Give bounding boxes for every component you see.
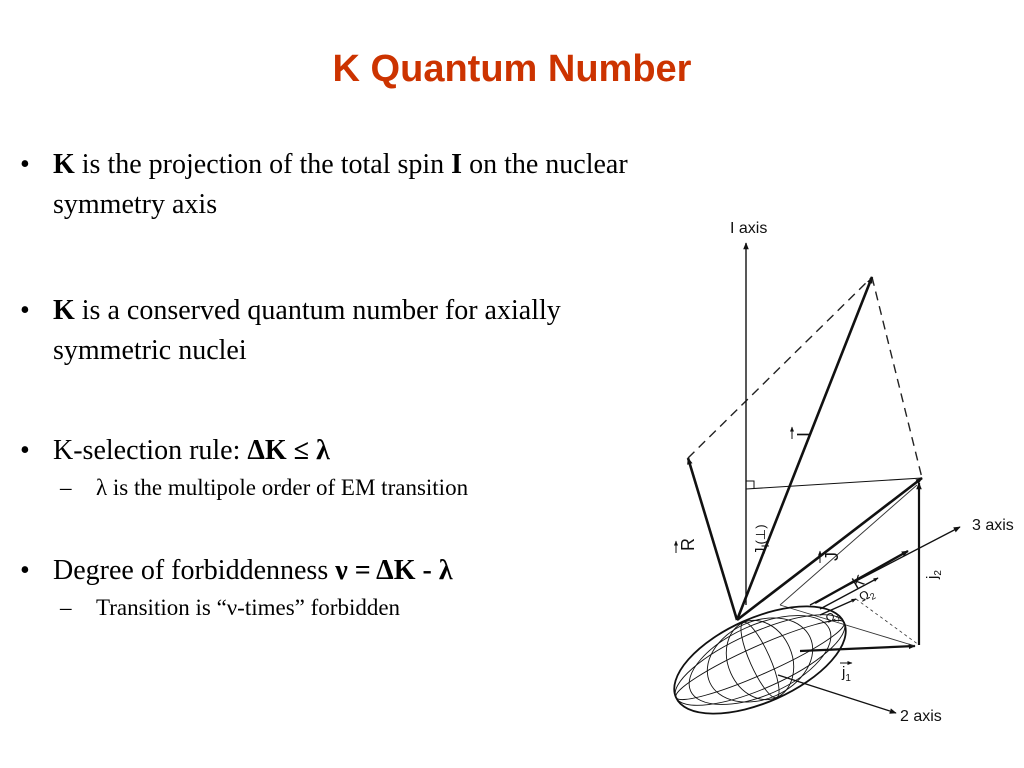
- bullet-k-projection: • K is the projection of the total spin …: [20, 145, 680, 225]
- bullet-mid-i: I: [451, 149, 463, 180]
- forbiddenness-formula: ν = ΔK - λ: [335, 555, 453, 586]
- vector-r: [686, 457, 739, 621]
- bullet-dot: •: [20, 295, 30, 326]
- vector-omega2: [819, 577, 879, 610]
- label-i-axis: I axis: [730, 220, 767, 237]
- svg-text:j2: j2: [924, 570, 944, 580]
- bullet-dot: •: [20, 555, 30, 586]
- construction-line: [855, 598, 920, 646]
- angular-momentum-coupling-diagram: I axis 3 axis 2 axis I R J JI(⊥) K Ω2: [673, 220, 1014, 725]
- bullet-list: • K is the projection of the total spin …: [20, 145, 680, 623]
- sub-bullet-dash: –: [60, 595, 72, 620]
- vector-i: [735, 276, 874, 621]
- bullet-forbiddenness: • Degree of forbiddenness ν = ΔK - λ: [20, 551, 680, 591]
- vector-omega1: [819, 598, 857, 616]
- right-angle-marker: [746, 480, 755, 489]
- label-axis-3: 3 axis: [972, 517, 1014, 534]
- vector-k: [814, 549, 909, 605]
- dashed-line: [871, 276, 923, 479]
- svg-text:R: R: [678, 538, 698, 551]
- label-axis-2: 2 axis: [900, 708, 942, 725]
- svg-text:I: I: [794, 432, 814, 437]
- label-j2: j2: [924, 570, 944, 580]
- label-vector-j: J: [818, 550, 842, 563]
- nucleus-ellipsoid: [673, 605, 847, 715]
- bullet-lead-k: K: [53, 295, 75, 326]
- vector-j: [736, 476, 923, 622]
- label-vector-i: I: [790, 426, 814, 439]
- sub-bullet-text: Transition is “ν-times” forbidden: [96, 595, 401, 620]
- bullet-k-conserved: • K is a conserved quantum number for ax…: [20, 291, 680, 371]
- bullet-dot: •: [20, 149, 30, 180]
- bullet-text: Degree of forbiddenness: [53, 555, 336, 586]
- label-vector-r: R: [674, 538, 698, 553]
- bullet-text: is the projection of the total spin: [74, 149, 452, 180]
- bullet-text: is a conserved quantum number for axiall…: [53, 295, 561, 366]
- bullet-selection-rule: • K-selection rule: ΔK ≤ λ: [20, 431, 680, 471]
- bullet-text: on the nuclear symmetry axis: [53, 149, 628, 220]
- label-j-i-perp: JI(⊥): [752, 524, 772, 555]
- construction-line: [779, 604, 916, 647]
- sub-bullet-multipole: – λ is the multipole order of EM transit…: [20, 473, 680, 503]
- label-j1: j1: [840, 661, 853, 684]
- sub-bullet-dash: –: [60, 475, 72, 500]
- svg-text:JI(⊥): JI(⊥): [752, 524, 772, 555]
- dashed-line: [687, 276, 873, 459]
- sub-bullet-text: λ is the multipole order of EM transitio…: [96, 475, 469, 500]
- bullet-dot: •: [20, 435, 30, 466]
- perpendicular-line: [745, 477, 923, 490]
- selection-rule-formula: ΔK ≤ λ: [247, 435, 330, 466]
- bullet-text: K-selection rule:: [53, 435, 248, 466]
- svg-text:J: J: [822, 552, 842, 561]
- sub-bullet-forbidden: – Transition is “ν-times” forbidden: [20, 593, 680, 623]
- slide-title: K Quantum Number: [332, 48, 692, 90]
- svg-text:j1: j1: [841, 664, 851, 684]
- construction-line: [779, 484, 918, 606]
- bullet-lead-k: K: [53, 149, 75, 180]
- vector-j1: [799, 643, 916, 653]
